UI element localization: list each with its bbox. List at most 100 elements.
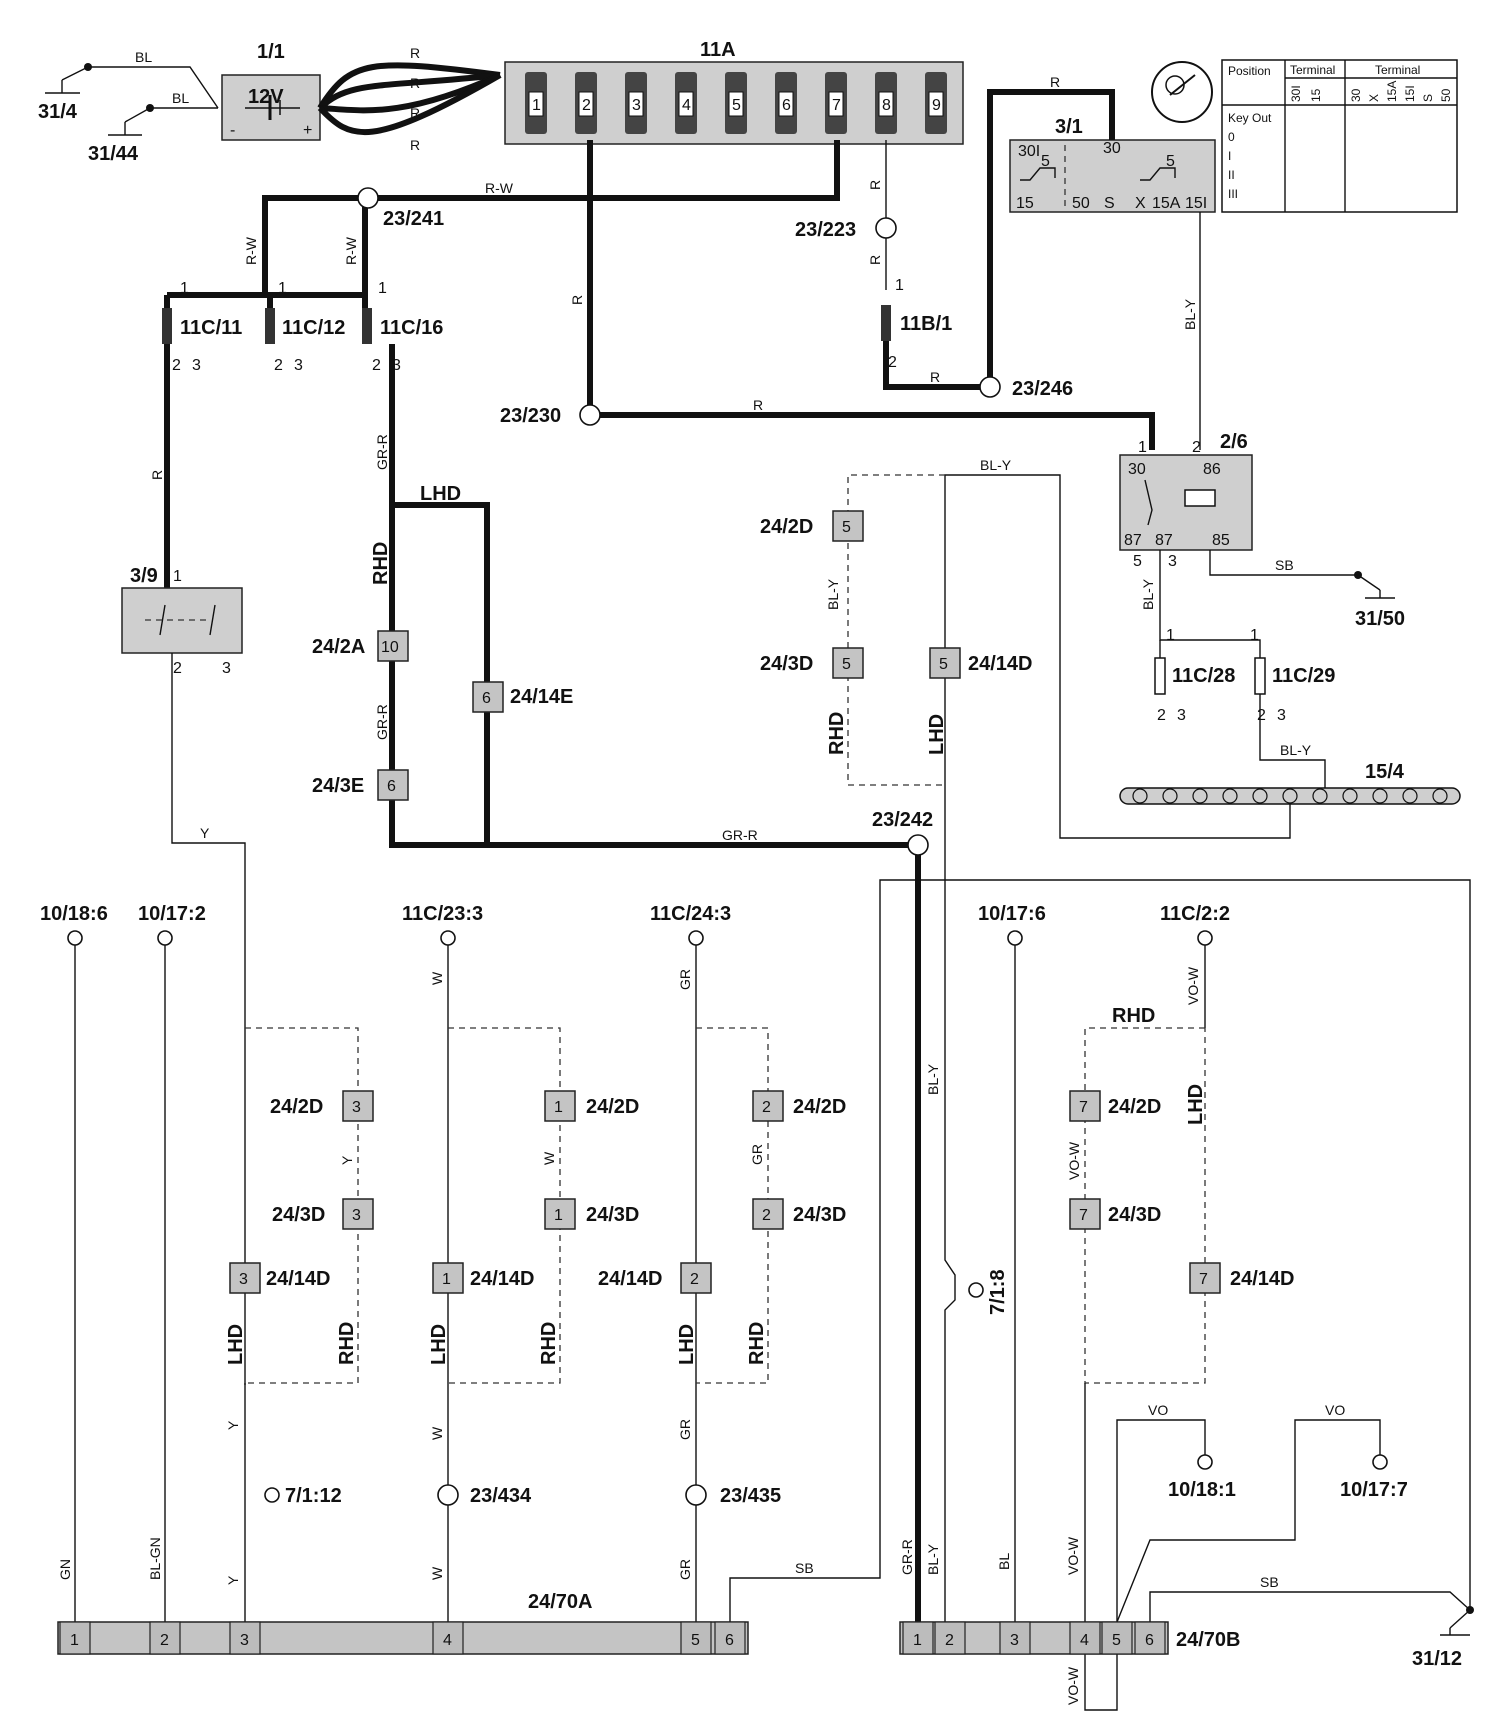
variant-label: LHD: [926, 714, 948, 755]
wire-color-label: GR-R: [374, 434, 390, 470]
variant-label: RHD: [746, 1322, 768, 1365]
splice-label: 23/230: [500, 405, 561, 427]
table-row: 0: [1228, 130, 1235, 144]
connector-label: 24/14D: [598, 1268, 663, 1290]
bus-terminal: [1312, 788, 1328, 804]
wire-color-label: GR: [677, 1419, 693, 1440]
variant-label: RHD: [336, 1322, 358, 1365]
pin-label: 3: [1277, 707, 1286, 724]
wire-color-label: R: [569, 295, 585, 305]
wire-color-label: BL: [172, 90, 189, 106]
ignition-switch: 3/1 30I 30 5 15 50 S X 15A 15I 5: [1009, 61, 1216, 213]
wire-color-label: R: [410, 105, 420, 121]
relay-2-6: BL-Y 2/6 30 86 87 87 85 1 2 5 3 SB 31/50…: [1119, 212, 1405, 795]
variant-label: RHD: [826, 712, 848, 755]
bottom-right-group: 7/1:8 7/1:8 BL-Y BL-Y 10/17:6 BL 11C/2:2…: [925, 820, 1474, 1711]
terminal-label: 15: [1016, 195, 1034, 212]
connector-label: 24/2D: [793, 1096, 846, 1118]
ref-label: 10/18:6: [40, 903, 108, 925]
ignition-key-icon: [1151, 61, 1213, 123]
pin-label: 1: [1250, 627, 1259, 644]
terminal-label: 85: [1212, 532, 1230, 549]
pin-label: 1: [442, 1271, 451, 1288]
ground-31-44-label: 31/44: [88, 143, 139, 165]
splice-icon: [979, 376, 1001, 398]
terminal-label: 50: [1072, 195, 1090, 212]
fuse-number: 4: [682, 97, 691, 114]
pin-label: 6: [725, 1632, 734, 1649]
variant-label: LHD: [225, 1324, 247, 1365]
pin-label: 5: [842, 656, 851, 673]
table-row: III: [1228, 187, 1238, 201]
fuse-number: 2: [582, 97, 591, 114]
table-col: 30I: [1289, 85, 1303, 102]
battery-id-label: 1/1: [257, 41, 285, 63]
table-row: I: [1228, 149, 1231, 163]
pin-label: 1: [554, 1207, 563, 1224]
variant-label: LHD: [676, 1324, 698, 1365]
table-row: Key Out: [1228, 111, 1272, 125]
pin-label: 5: [842, 519, 851, 536]
pin-label: 2: [1257, 707, 1266, 724]
connector-label: 24/3D: [586, 1204, 639, 1226]
splice-icon: [875, 217, 897, 239]
switch-3-9: R 3/9 1 3 5 2 3 Y: [121, 344, 246, 1385]
pin-label: 3: [1168, 553, 1177, 570]
pin-label: 1: [1138, 439, 1147, 456]
wire-color-label: BL: [135, 49, 152, 65]
pin-label: 3: [352, 1207, 361, 1224]
wire-color-label: GR: [677, 1559, 693, 1580]
wire-color-label: GR: [677, 969, 693, 990]
connector-label: 24/14D: [266, 1268, 331, 1290]
pin-label: 1: [554, 1099, 563, 1116]
connector-label: 24/3D: [793, 1204, 846, 1226]
fuse-number: 7: [832, 97, 841, 114]
table-col: 15I: [1403, 85, 1417, 102]
terminal-label: 30I: [1018, 143, 1040, 160]
fuse-label: 11B/1: [900, 313, 952, 335]
splice-icon: [685, 1484, 707, 1506]
pin-label: 3: [192, 357, 201, 374]
terminal-label: 15A: [1152, 195, 1181, 212]
switch-id-label: 3/9: [130, 565, 158, 587]
terminal-label: S: [1104, 195, 1115, 212]
fuse-number: 9: [932, 97, 941, 114]
bus-terminal: [1192, 788, 1208, 804]
wire-color-label: BL-Y: [1182, 298, 1198, 330]
table-col: S: [1421, 94, 1435, 102]
bus-terminal: [1432, 788, 1448, 804]
pin-label: 2: [762, 1099, 771, 1116]
wire-color-label: R: [930, 369, 940, 385]
pin-label: 2: [1157, 707, 1166, 724]
wire-color-label: R: [753, 397, 763, 413]
connector-label: 24/3D: [760, 653, 813, 675]
pin-label: 6: [1145, 1632, 1154, 1649]
fuse-number: 3: [632, 97, 641, 114]
wire-color-label: Y: [339, 1155, 355, 1165]
wire-color-label: R: [149, 470, 165, 480]
wire-color-label: Y: [200, 825, 210, 841]
connector-label: 15/4: [1365, 761, 1405, 783]
pin-label: 3: [222, 660, 231, 677]
pin-label: 5: [1112, 1632, 1121, 1649]
wire-color-label: BL-Y: [980, 457, 1012, 473]
table-header: Terminal: [1290, 63, 1335, 77]
connector-label: 24/2A: [312, 636, 365, 658]
wire-color-label: SB: [795, 1560, 814, 1576]
pin-label: 2: [173, 660, 182, 677]
connector-label: 24/70B: [1176, 1629, 1241, 1651]
wire-color-label: R: [410, 137, 420, 153]
variant-label: RHD: [1112, 1005, 1155, 1027]
connector-label: 24/14D: [470, 1268, 535, 1290]
battery-section: 31/4 BL 31/44 BL 1/1 12V - + R R R R: [38, 41, 502, 165]
wire-color-label: GR-R: [374, 704, 390, 740]
connector-label: 24/14E: [510, 686, 573, 708]
connector-label: 24/14D: [968, 653, 1033, 675]
connector-label: 24/3D: [1108, 1204, 1161, 1226]
ground-label: 31/12: [1412, 1648, 1462, 1670]
ref-label: 11C/24:3: [650, 903, 731, 925]
wire-color-label: Y: [225, 1575, 241, 1585]
wire-color-label: VO-W: [1185, 966, 1201, 1005]
connector-label: 24/2D: [270, 1096, 323, 1118]
